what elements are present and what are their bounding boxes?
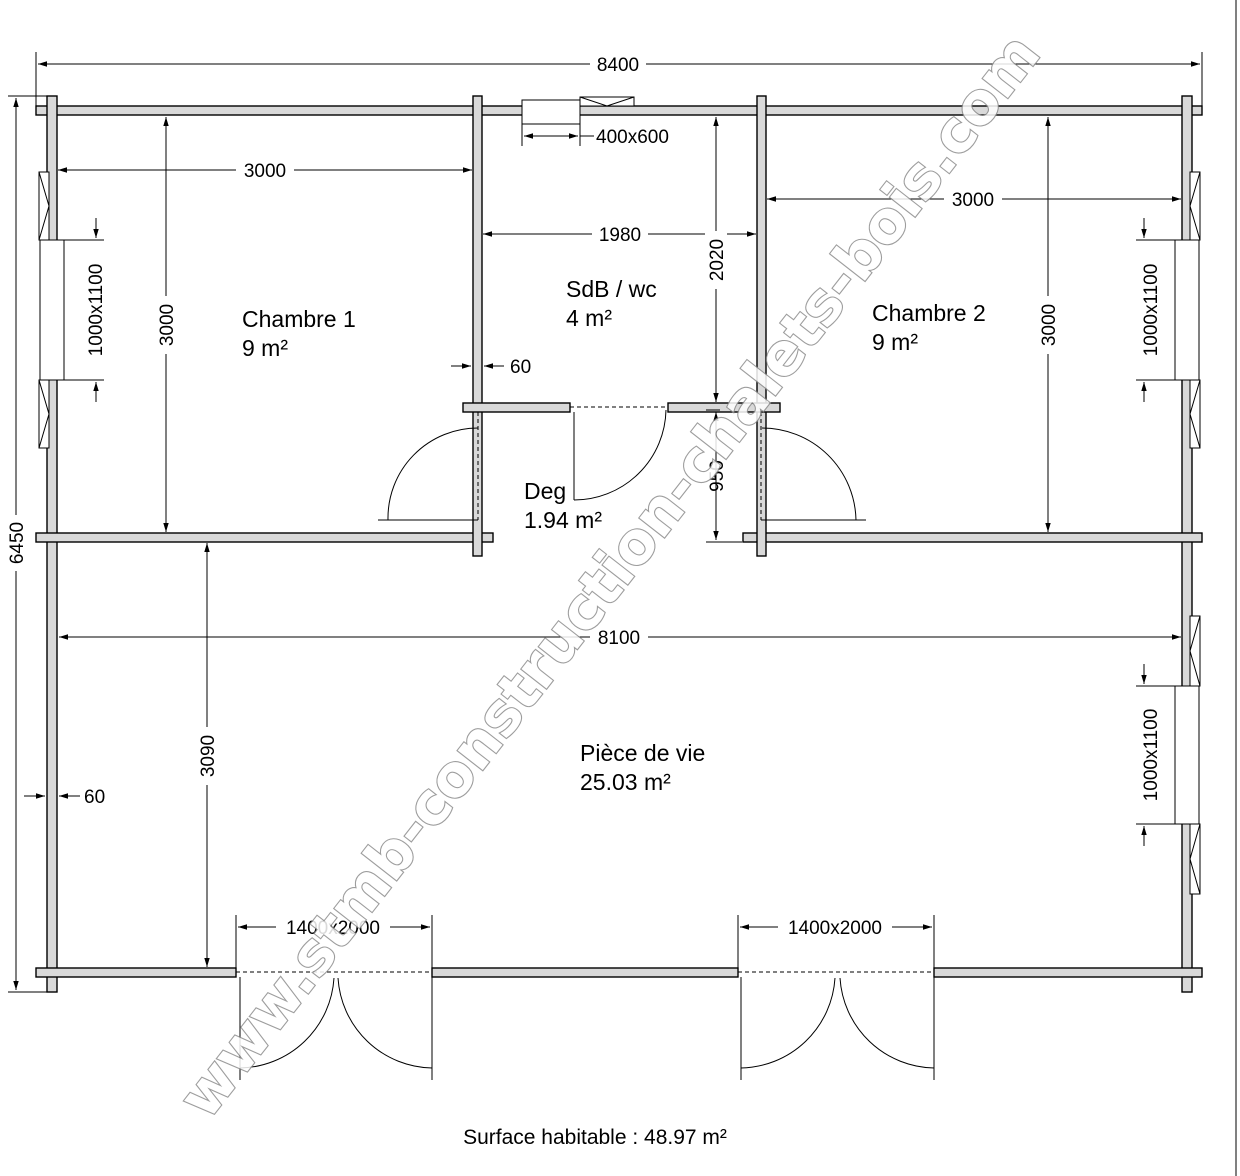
dimension-lines xyxy=(8,52,1203,993)
window-piece-frame xyxy=(1174,685,1200,825)
dim-sdb-height: 2020 xyxy=(707,239,728,281)
dim-overall-height: 6450 xyxy=(7,522,28,564)
wall-sdb-bottom-left xyxy=(462,402,571,413)
window-ch2-leaf-bottom xyxy=(1189,379,1201,449)
dim-door-right: 1400x2000 xyxy=(788,918,882,939)
dim-ch1-height: 3000 xyxy=(157,304,178,346)
window-piece-leaf-bottom xyxy=(1189,823,1201,895)
dim-window-ch2: 1000x1100 xyxy=(1141,264,1162,357)
dim-overall-width: 8400 xyxy=(597,55,639,76)
doors xyxy=(236,406,935,1080)
room-sdb-area: 4 m² xyxy=(566,305,612,331)
window-sdb-leaf xyxy=(579,96,635,107)
window-ch2-leaf-top xyxy=(1189,171,1201,241)
dimension-labels: 8400 6450 3000 3000 1980 2020 3000 3000 … xyxy=(5,53,1162,939)
surface-caption: Surface habitable : 48.97 m² xyxy=(463,1126,727,1149)
dim-piece-height: 3090 xyxy=(198,735,219,777)
dim-ch2-width: 3000 xyxy=(952,190,994,211)
wall-left xyxy=(46,95,58,993)
dim-window-piece: 1000x1100 xyxy=(1141,709,1162,802)
room-piece-area: 25.03 m² xyxy=(580,769,671,795)
window-ch1-leaf-bottom xyxy=(38,379,50,449)
window-ch1-leaf-top xyxy=(38,171,50,241)
dim-piece-width: 8100 xyxy=(598,628,640,649)
room-deg-area: 1.94 m² xyxy=(524,507,602,533)
watermark-text: www.stmb-construction-chalets-bois.com xyxy=(165,21,1053,1131)
window-ch1-frame xyxy=(39,239,65,381)
dim-sdb-width: 1980 xyxy=(599,225,641,246)
dim-wall-exterior: 60 xyxy=(84,787,105,808)
dim-door-left: 1400x2000 xyxy=(286,918,380,939)
room-sdb-name: SdB / wc xyxy=(566,276,657,302)
wall-partition-right xyxy=(756,95,767,557)
dim-ch2-height: 3000 xyxy=(1039,304,1060,346)
window-piece-leaf-top xyxy=(1189,615,1201,687)
wall-bottom-left xyxy=(35,967,237,978)
windows xyxy=(38,96,1201,895)
room-chambre2-name: Chambre 2 xyxy=(872,300,986,326)
wall-mid-right xyxy=(742,532,1203,543)
dim-wall-interior: 60 xyxy=(510,357,531,378)
wall-bottom-right xyxy=(933,967,1203,978)
wall-mid-left xyxy=(35,532,494,543)
dim-window-sdb: 400x600 xyxy=(596,127,669,148)
room-chambre1-area: 9 m² xyxy=(242,335,288,361)
dim-window-ch1: 1000x1100 xyxy=(86,264,107,357)
wall-partition-left xyxy=(472,95,483,557)
wall-bottom-middle xyxy=(431,967,739,978)
walls xyxy=(35,95,1203,993)
room-deg-name: Deg xyxy=(524,478,566,504)
wall-sdb-bottom-right xyxy=(667,402,781,413)
dim-deg-door: 950 xyxy=(707,460,728,492)
dim-ch1-width: 3000 xyxy=(244,161,286,182)
room-chambre2-area: 9 m² xyxy=(872,329,918,355)
room-chambre1-name: Chambre 1 xyxy=(242,306,356,332)
wall-top xyxy=(35,105,1203,116)
room-labels: Chambre 1 9 m² SdB / wc 4 m² Chambre 2 9… xyxy=(242,276,986,795)
wall-right xyxy=(1181,95,1193,993)
window-sdb-frame xyxy=(521,99,581,125)
room-piece-name: Pièce de vie xyxy=(580,740,705,766)
window-ch2-frame xyxy=(1174,239,1200,381)
